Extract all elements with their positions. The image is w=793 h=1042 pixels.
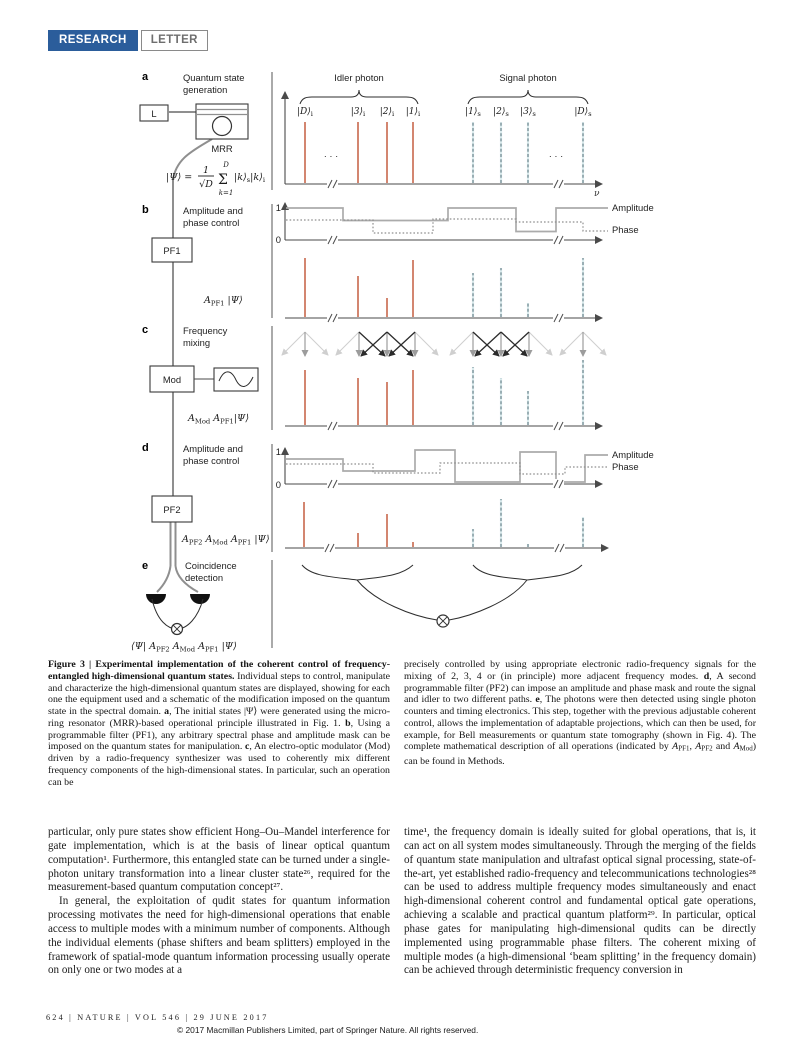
panel-b-spectrum xyxy=(285,258,603,324)
figure-caption-left-column: Figure 3 | Experimental implementation o… xyxy=(48,659,391,788)
panel-b-formula: APF1 |Ψ⟩ xyxy=(203,295,243,308)
copyright-line: © 2017 Macmillan Publishers Limited, par… xyxy=(177,1025,479,1035)
frequency-mixing-arrows xyxy=(282,332,606,356)
panel-d-mask-plot: 1 0 Amplitude Phase xyxy=(276,446,654,490)
body-text-right-column: time¹, the frequency domain is ideally s… xyxy=(404,826,756,978)
panel-e-formula: ⟨Ψ| APF2 AMod APF1 |Ψ⟩ xyxy=(131,641,237,654)
panel-c: c Frequency mixing Mod AMod APF1|Ψ⟩ xyxy=(142,324,606,432)
body-text-left-column: particular, only pure states show effici… xyxy=(48,826,390,978)
panel-d-formula: APF2 AMod APF1 |Ψ⟩ xyxy=(181,534,270,547)
idler-ellipsis: · · · xyxy=(324,150,339,161)
optical-path xyxy=(156,138,213,593)
panel-a: a Quantum state generation L MRR |Ψ⟩ = 1… xyxy=(139,71,603,199)
signal-photon-title: Signal photon xyxy=(499,72,556,83)
photon-detector-right xyxy=(190,594,210,604)
page-footer-info: 624 | NATURE | VOL 546 | 29 JUNE 2017 xyxy=(46,1013,269,1022)
body-paragraph-3: time¹, the frequency domain is ideally s… xyxy=(404,826,756,977)
svg-text:|1⟩i: |1⟩i xyxy=(406,107,421,118)
panel-e: e Coincidence detection ⟨Ψ| APF2 AMod AP… xyxy=(131,560,583,654)
svg-text:|3⟩s: |3⟩s xyxy=(520,107,536,118)
page-header-badge: RESEARCH LETTER xyxy=(48,30,208,51)
panel-b-title-line1: Amplitude and xyxy=(183,205,243,216)
pf2-label: PF2 xyxy=(163,504,180,515)
panel-d: d Amplitude and phase control PF2 APF2 A… xyxy=(142,442,654,554)
figure-3: a Quantum state generation L MRR |Ψ⟩ = 1… xyxy=(131,71,654,654)
figure-caption-right-column: precisely controlled by using appropriat… xyxy=(404,659,757,767)
photon-detector-left xyxy=(146,594,166,604)
modulator-label: Mod xyxy=(163,374,181,385)
svg-text:D: D xyxy=(222,161,229,169)
panel-d-title-line1: Amplitude and xyxy=(183,443,243,454)
signal-ellipsis: · · · xyxy=(549,150,564,161)
idler-brace xyxy=(299,89,419,105)
panel-c-title-line1: Frequency xyxy=(183,325,228,336)
sine-wave-icon xyxy=(218,371,254,387)
svg-text:|3⟩i: |3⟩i xyxy=(351,107,366,118)
amplitude-legend-label: Amplitude xyxy=(612,202,654,213)
amplitude-legend-label-d: Amplitude xyxy=(612,449,654,460)
micro-ring-icon xyxy=(211,115,233,137)
panel-e-title-line1: Coincidence xyxy=(185,560,237,571)
coincidence-routing xyxy=(301,564,583,628)
svg-text:1: 1 xyxy=(276,202,281,213)
panel-a-letter: a xyxy=(142,71,149,83)
research-badge: RESEARCH xyxy=(48,30,138,51)
panel-b-title-line2: phase control xyxy=(183,217,239,228)
svg-text:|1⟩s: |1⟩s xyxy=(465,107,481,118)
body-paragraph-1: particular, only pure states show effici… xyxy=(48,826,390,894)
panel-c-formula: AMod APF1|Ψ⟩ xyxy=(187,413,249,426)
svg-text:√D: √D xyxy=(199,179,213,190)
signal-brace xyxy=(467,89,589,105)
panel-b-letter: b xyxy=(142,204,149,216)
signal-lines xyxy=(471,122,585,183)
idler-photon-title: Idler photon xyxy=(334,72,384,83)
panel-a-title-line1: Quantum state xyxy=(183,72,245,83)
panel-e-title-line2: detection xyxy=(185,572,223,583)
panel-b-mask-plot: 1 0 Amplitude Phase xyxy=(276,202,654,246)
panel-a-spectrum: ν |D⟩i |3⟩i |2⟩i |1⟩i |1⟩s |2⟩s |3⟩s |D⟩… xyxy=(281,72,603,199)
laser-label: L xyxy=(151,108,156,119)
panel-c-letter: c xyxy=(142,324,148,336)
body-paragraph-2: In general, the exploitation of qudit st… xyxy=(48,895,390,977)
svg-text:|k⟩s|k⟩i: |k⟩s|k⟩i xyxy=(234,172,266,184)
panel-d-title-line2: phase control xyxy=(183,455,239,466)
panel-d-letter: d xyxy=(142,442,149,454)
panel-c-spectrum xyxy=(285,360,603,432)
frequency-axis-label: ν xyxy=(594,189,600,199)
mrr-label: MRR xyxy=(211,143,233,154)
letter-badge: LETTER xyxy=(140,30,208,51)
svg-text:|2⟩i: |2⟩i xyxy=(380,107,395,118)
svg-text:|Ψ⟩ =: |Ψ⟩ = xyxy=(166,172,192,183)
idler-lines xyxy=(304,122,414,183)
panel-c-title-line2: mixing xyxy=(183,337,210,348)
pf1-label: PF1 xyxy=(163,245,180,256)
svg-text:0: 0 xyxy=(276,234,281,245)
panel-b: b Amplitude and phase control PF1 APF1 |… xyxy=(142,202,654,324)
phase-legend-label-d: Phase xyxy=(612,461,639,472)
phase-legend-label: Phase xyxy=(612,224,639,235)
svg-text:k=1: k=1 xyxy=(219,189,234,197)
initial-state-formula: |Ψ⟩ = 1 √D Σ D k=1 |k⟩s|k⟩i xyxy=(166,161,266,197)
pf1-box xyxy=(151,237,193,263)
panel-d-spectrum xyxy=(285,499,609,554)
svg-text:Σ: Σ xyxy=(218,172,228,188)
svg-text:1: 1 xyxy=(203,165,209,176)
svg-text:|D⟩i: |D⟩i xyxy=(297,107,314,118)
pf2-box xyxy=(151,495,193,523)
panel-a-title-line2: generation xyxy=(183,84,227,95)
svg-text:0: 0 xyxy=(276,479,281,490)
panel-e-letter: e xyxy=(142,560,148,572)
svg-text:|2⟩s: |2⟩s xyxy=(493,107,509,118)
svg-text:1: 1 xyxy=(276,446,281,457)
svg-text:|D⟩s: |D⟩s xyxy=(574,107,592,118)
